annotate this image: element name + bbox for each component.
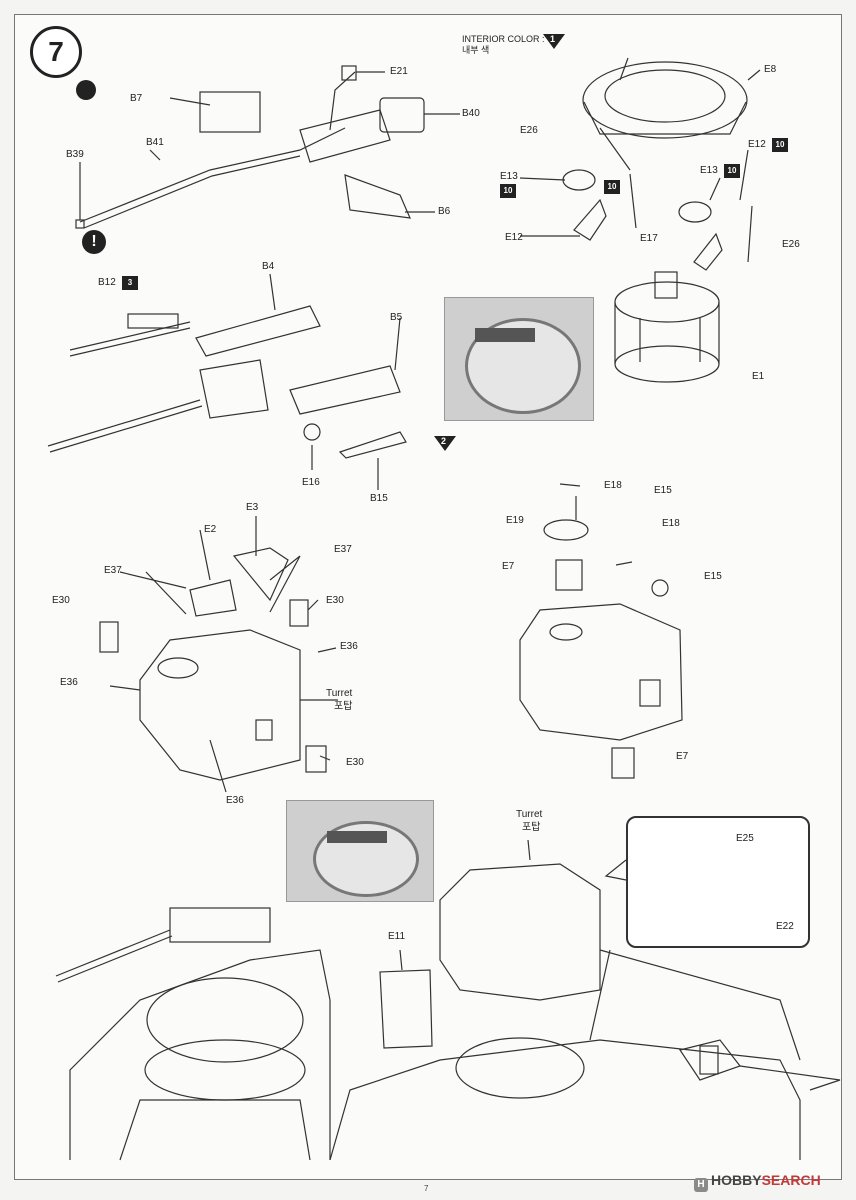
interior-color-label-kr: 내부 색 [462,45,490,55]
interior-color-code: 1 [550,34,556,44]
label-turret-2: Turret [516,809,543,820]
label-e36-left: E36 [60,677,78,688]
breech [299,109,391,163]
label-e37-right: E37 [334,544,352,555]
label-b12: B12 [98,277,116,288]
mount-b7 [199,91,261,133]
reference-photo-turret-interior [286,800,434,902]
interior-color-marker: 1 [543,34,565,49]
color-marker-b15: 2 [434,436,456,451]
label-e19: E19 [506,515,524,526]
label-e36-right: E36 [340,641,358,652]
paint-icon [76,80,96,100]
label-e22: E22 [776,921,794,932]
step-number: 7 [30,26,82,78]
label-e2: E2 [204,524,217,535]
part-e30c [305,745,327,773]
part-e19 [543,519,589,541]
label-e30-bottom: E30 [346,757,364,768]
label-e15-top: E15 [654,485,672,496]
page-frame [14,14,842,1180]
page-number: 7 [424,1184,429,1193]
detail-callout [626,816,810,948]
label-e7-top: E7 [502,561,515,572]
part-b5 [289,365,401,415]
label-e18-mid: E18 [662,518,680,529]
label-e3: E3 [246,502,259,513]
reference-photo-turret-ring [444,297,594,421]
label-b15: B15 [370,493,388,504]
part-b15 [338,431,407,459]
label-turret-2-kr: 포탑 [522,822,541,833]
label-b5: B5 [390,312,403,323]
interior-color-legend: INTERIOR COLOR : 내부 색 [462,34,545,56]
label-e30-right: E30 [326,595,344,606]
part-e2 [189,579,237,617]
label-e18-top: E18 [604,480,622,491]
label-e36-bottom: E36 [226,795,244,806]
label-e30-left: E30 [52,595,70,606]
badge-e12-top: 10 [772,138,788,152]
label-b39: B39 [66,149,84,160]
badge-e12-left: 10 [604,180,620,194]
turret-left [139,629,301,781]
color-code-b15: 2 [441,436,447,446]
interior-color-label: INTERIOR COLOR : [462,34,545,44]
label-b41: B41 [146,137,164,148]
badge-b12: 3 [122,276,138,290]
label-e21: E21 [390,66,408,77]
part-b40 [379,97,425,133]
label-e17: E17 [640,233,658,244]
part-b4 [195,305,321,357]
label-turret-kr: 포탑 [334,701,353,712]
part-e21 [341,65,357,81]
part-b6 [344,174,411,219]
label-e16: E16 [302,477,320,488]
label-b7: B7 [130,93,143,104]
part-e3 [232,547,289,602]
label-e37-left: E37 [104,565,122,576]
label-b40: B40 [462,108,480,119]
label-e12-top: E12 [748,139,766,150]
hobby-logo-icon: H [694,1178,708,1192]
brand-a: HOBBY [711,1172,762,1188]
label-e12-left: E12 [505,232,523,243]
part-e7 [555,559,583,591]
label-e13-right: E13 [700,165,718,176]
part-e16 [303,423,321,441]
label-e11: E11 [388,931,406,942]
label-b6: B6 [438,206,451,217]
brand-b: SEARCH [761,1172,821,1188]
gun-barrel-b41 [79,127,346,223]
label-e15-right: E15 [704,571,722,582]
label-e13-left: E13 [500,171,518,182]
badge-e13-right: 10 [724,164,740,178]
part-e11 [379,969,433,1049]
turret-right [519,603,683,741]
part-e30b [289,599,309,627]
ring-e8 [582,61,748,139]
part-e15 [651,579,669,597]
warning-icon: ! [82,230,106,254]
label-b4: B4 [262,261,275,272]
badge-e13-left: 10 [500,184,516,198]
label-turret: Turret [326,688,353,699]
label-e25: E25 [736,833,754,844]
label-e7-bottom: E7 [676,751,689,762]
turret-installed [439,863,601,1001]
label-e26-right: E26 [782,239,800,250]
part-e30a [99,621,119,653]
label-e1: E1 [752,371,765,382]
label-e26-top: E26 [520,125,538,136]
label-e8: E8 [764,64,777,75]
